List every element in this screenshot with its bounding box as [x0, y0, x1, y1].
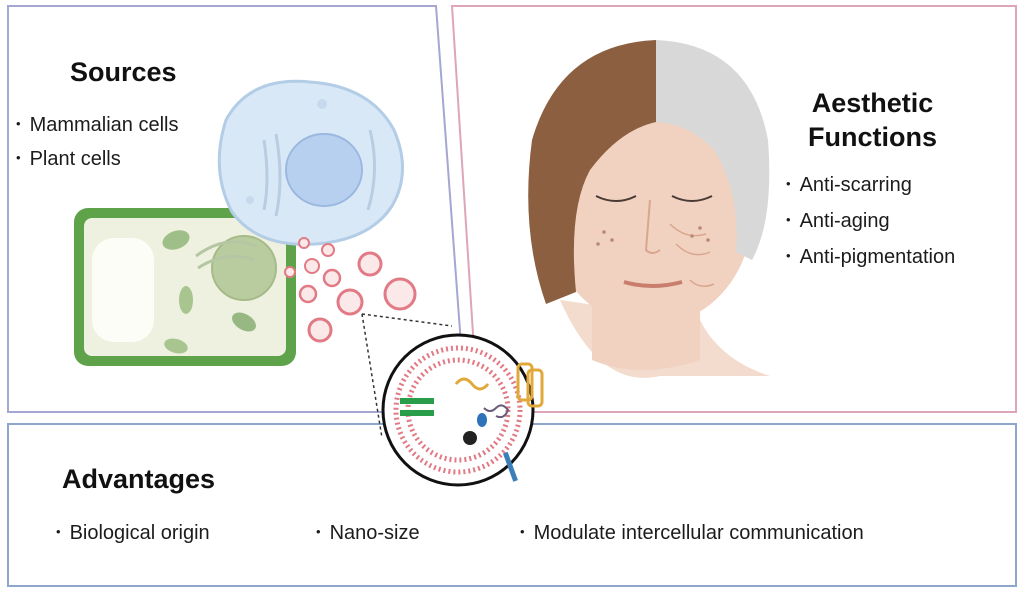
- sources-title: Sources: [70, 57, 177, 87]
- aesthetic-item-anti-scarring: Anti-scarring: [786, 174, 912, 197]
- aesthetic-panel-frame: [450, 5, 1017, 413]
- advantage-item-biological-origin: Biological origin: [56, 522, 210, 545]
- mammalian-cell-illustration: [217, 79, 404, 246]
- vesicle-closeup: [381, 333, 544, 487]
- aesthetic-item-anti-aging: Anti-aging: [786, 210, 890, 233]
- zoom-lines: [361, 313, 453, 439]
- source-item-mammalian: Mammalian cells: [16, 114, 179, 137]
- aesthetic-item-anti-pigmentation: Anti-pigmentation: [786, 246, 956, 269]
- aesthetic-title-line2: Functions: [808, 122, 937, 152]
- advantage-item-nano-size: Nano-size: [316, 522, 420, 545]
- advantages-title: Advantages: [62, 464, 216, 494]
- aesthetic-title-line1: Aesthetic: [811, 88, 934, 118]
- source-item-plant: Plant cells: [16, 148, 121, 171]
- aesthetic-functions-title: Aesthetic Functions: [808, 86, 937, 154]
- vesicle-cluster: [284, 237, 417, 343]
- face-illustration: [528, 40, 770, 378]
- advantage-item-intercellular-communication: Modulate intercellular communication: [520, 522, 864, 545]
- plant-cell-illustration: [74, 208, 296, 366]
